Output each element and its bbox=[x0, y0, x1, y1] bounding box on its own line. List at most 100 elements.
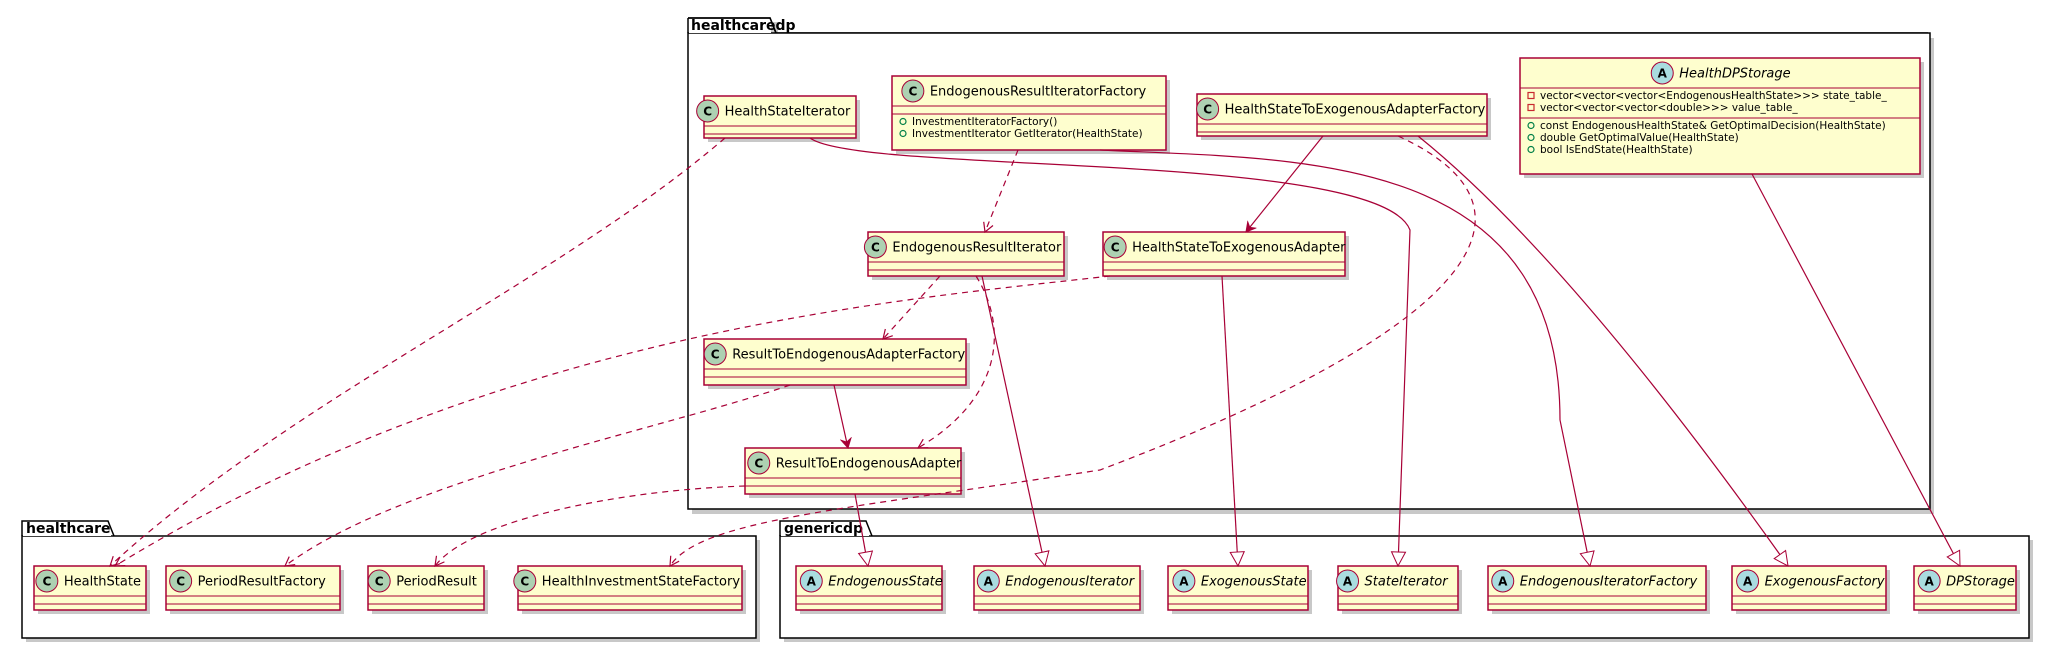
class-health-state-to-exogenous-adapter[interactable]: C HealthStateToExogenousAdapter bbox=[1102, 231, 1349, 280]
edge-inheritance-result-to-endogenous-adapter-to-endogenous-state bbox=[854, 493, 868, 566]
class-period-result[interactable]: C PeriodResult bbox=[367, 565, 488, 614]
class-health-state[interactable]: C HealthState bbox=[33, 565, 150, 614]
private-visibility-icon bbox=[1527, 91, 1535, 100]
class-badge-icon: C bbox=[1103, 235, 1127, 259]
class-badge-letter: C bbox=[908, 85, 917, 99]
abstract-class-badge-icon: A bbox=[1491, 569, 1515, 593]
class-badge-letter: C bbox=[1111, 241, 1120, 255]
class-badge-letter: C bbox=[375, 575, 384, 589]
class-badge-letter: C bbox=[871, 241, 880, 255]
class-badge-letter: A bbox=[1343, 575, 1353, 589]
class-box bbox=[1102, 231, 1346, 277]
class-badge-letter: C bbox=[711, 348, 720, 362]
abstract-class-badge-icon: A bbox=[1336, 569, 1360, 593]
class-method-text: double GetOptimalValue(HealthState) bbox=[1540, 132, 1739, 144]
abstract-class-badge-icon: A bbox=[1650, 61, 1674, 85]
class-field: vector<vector<vector<EndogenousHealthSta… bbox=[1527, 90, 1887, 102]
class-name: PeriodResult bbox=[396, 575, 477, 590]
edge-association-result-to-endogenous-adapter-factory-to-result-to-endogenous-adapter bbox=[833, 384, 848, 448]
abstract-class-badge-icon: A bbox=[1736, 569, 1760, 593]
class-exogenous-state[interactable]: A ExogenousState bbox=[1167, 565, 1312, 614]
class-badge-icon: C bbox=[863, 235, 887, 259]
class-badge-icon: C bbox=[747, 451, 771, 475]
class-method: double GetOptimalValue(HealthState) bbox=[1527, 132, 1739, 144]
class-endogenous-state[interactable]: A EndogenousState bbox=[795, 565, 946, 614]
class-badge-letter: A bbox=[1743, 575, 1753, 589]
class-badge-letter: A bbox=[807, 575, 817, 589]
class-badge-icon: C bbox=[696, 99, 720, 123]
edge-inheritance-health-state-to-exogenous-adapter-factory-to-exogenous-factory bbox=[1417, 135, 1788, 566]
class-box bbox=[867, 231, 1065, 277]
class-endogenous-result-iterator-factory[interactable]: C EndogenousResultIteratorFactoryInvestme… bbox=[891, 75, 1170, 154]
edges-layer bbox=[109, 135, 1961, 568]
class-name: EndogenousIterator bbox=[1005, 575, 1135, 590]
package-genericdp-title: genericdp bbox=[784, 521, 863, 537]
class-badge-icon: C bbox=[513, 569, 537, 593]
class-name: HealthState bbox=[64, 575, 141, 590]
class-name: PeriodResultFactory bbox=[198, 575, 326, 590]
class-box bbox=[165, 565, 341, 611]
edge-inheritance-health-state-to-exogenous-adapter-to-exogenous-state bbox=[1221, 275, 1238, 566]
public-visibility-icon bbox=[1527, 133, 1535, 142]
class-name: ExogenousFactory bbox=[1765, 575, 1885, 590]
class-method: bool IsEndState(HealthState) bbox=[1527, 144, 1693, 156]
class-box bbox=[703, 95, 857, 139]
class-field: vector<vector<vector<double>>> value_tab… bbox=[1527, 102, 1798, 114]
public-visibility-icon bbox=[1527, 121, 1535, 130]
class-box bbox=[891, 75, 1167, 151]
package-healthcare-title: healthcare bbox=[26, 521, 111, 537]
class-badge-icon: C bbox=[703, 342, 727, 366]
edge-dependency-health-state-to-exogenous-adapter-factory-to-health-investment-state-factory bbox=[669, 135, 1476, 568]
class-badge-letter: C bbox=[42, 575, 51, 589]
abstract-class-badge-icon: A bbox=[1917, 569, 1941, 593]
class-health-investment-state-factory[interactable]: C HealthInvestmentStateFactory bbox=[513, 565, 746, 614]
class-field-text: vector<vector<vector<double>>> value_tab… bbox=[1540, 102, 1798, 114]
class-method: InvestmentIteratorFactory() bbox=[899, 116, 1057, 128]
edge-dependency-health-state-to-exogenous-adapter-to-health-state bbox=[113, 275, 1111, 567]
class-method-text: InvestmentIteratorFactory() bbox=[912, 116, 1057, 128]
class-badge-letter: A bbox=[1925, 575, 1935, 589]
edge-inheritance-health-dp-storage-to-dp-storage bbox=[1751, 173, 1961, 566]
class-name: EndogenousResultIterator bbox=[892, 241, 1062, 256]
class-name: EndogenousState bbox=[828, 575, 943, 590]
class-box bbox=[1196, 93, 1488, 137]
class-endogenous-result-iterator[interactable]: C EndogenousResultIterator bbox=[863, 231, 1068, 280]
class-result-to-endogenous-adapter[interactable]: C ResultToEndogenousAdapter bbox=[744, 447, 965, 498]
class-badge-icon: C bbox=[1196, 97, 1220, 121]
class-badge-letter: A bbox=[1179, 575, 1189, 589]
class-badge-icon: C bbox=[169, 569, 193, 593]
public-visibility-icon bbox=[899, 129, 907, 138]
class-name: EndogenousResultIteratorFactory bbox=[930, 85, 1147, 100]
class-name: HealthDPStorage bbox=[1679, 67, 1790, 82]
class-health-dp-storage[interactable]: A HealthDPStorage vector<vector<vector<End… bbox=[1519, 57, 1924, 178]
edge-inheritance-endogenous-result-iterator-to-endogenous-iterator bbox=[981, 275, 1045, 566]
class-name: HealthInvestmentStateFactory bbox=[542, 575, 741, 590]
class-method: InvestmentIterator GetIterator(HealthSta… bbox=[899, 128, 1143, 140]
class-name: ExogenousState bbox=[1201, 575, 1307, 590]
private-visibility-icon bbox=[1527, 103, 1535, 112]
class-name: ResultToEndogenousAdapterFactory bbox=[732, 348, 965, 363]
class-badge-letter: C bbox=[520, 575, 529, 589]
class-name: ResultToEndogenousAdapter bbox=[776, 457, 962, 472]
edge-dependency-result-to-endogenous-adapter-to-period-result bbox=[434, 485, 746, 567]
edge-dependency-endogenous-result-iterator-factory-to-endogenous-result-iterator bbox=[983, 149, 1019, 234]
class-box bbox=[1487, 565, 1707, 611]
class-method-text: InvestmentIterator GetIterator(HealthSta… bbox=[912, 128, 1143, 140]
class-method: const EndogenousHealthState& GetOptimalD… bbox=[1527, 120, 1886, 132]
class-name: HealthStateToExogenousAdapter bbox=[1132, 241, 1346, 256]
public-visibility-icon bbox=[1527, 145, 1535, 154]
class-period-result-factory[interactable]: C PeriodResultFactory bbox=[165, 565, 344, 614]
class-result-to-endogenous-adapter-factory[interactable]: C ResultToEndogenousAdapterFactory bbox=[703, 338, 970, 389]
class-badge-letter: C bbox=[1203, 103, 1212, 117]
class-exogenous-factory[interactable]: A ExogenousFactory bbox=[1731, 565, 1890, 614]
class-badge-letter: C bbox=[754, 457, 763, 471]
abstract-class-badge-icon: A bbox=[799, 569, 823, 593]
class-box bbox=[973, 565, 1141, 611]
